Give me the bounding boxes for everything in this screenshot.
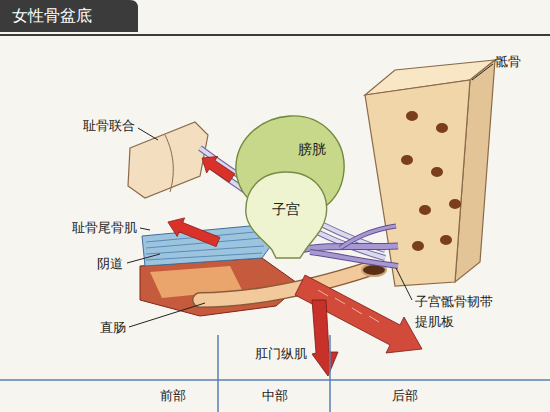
part-label: 中部 — [262, 388, 288, 404]
title-anchor: 女性骨盆底 — [12, 6, 92, 26]
label-anchor: 骶骨 — [495, 54, 521, 70]
part-label: 提肌板 — [415, 314, 454, 330]
organ-label: 膀胱 — [298, 140, 326, 158]
rectum — [200, 268, 372, 300]
label-anchor: 子宫骶骨韧带 — [415, 294, 493, 310]
title-rule — [0, 34, 550, 36]
part-label: 后部 — [392, 388, 418, 404]
pubic-joint — [165, 135, 173, 192]
force-arrow — [168, 218, 220, 247]
part-label: 耻骨尾骨肌 — [72, 220, 137, 236]
title-band — [0, 0, 138, 32]
label-anchor: 中部 — [262, 388, 288, 404]
pubic-bone — [128, 122, 208, 198]
label-anchor: 直肠 — [100, 320, 126, 336]
part-label: 直肠 — [100, 320, 126, 336]
label-anchor: 耻骨联合 — [83, 118, 135, 134]
part-label: 骶骨 — [495, 54, 521, 70]
anal-longitudinal-arrow — [312, 300, 338, 376]
rectum-outline — [200, 268, 372, 300]
part-label: 阴道 — [97, 256, 123, 272]
leader-lines — [127, 64, 493, 327]
label-anchor: 提肌板 — [415, 314, 454, 330]
part-label: 耻骨联合 — [83, 118, 135, 134]
title: 女性骨盆底 — [12, 6, 92, 26]
part-label: 前部 — [160, 388, 186, 404]
label-anchor: 后部 — [392, 388, 418, 404]
label-anchor: 阴道 — [97, 256, 123, 272]
organ-shape — [246, 172, 327, 258]
label-anchor: 肛门纵肌 — [255, 346, 307, 362]
part-label: 肛门纵肌 — [255, 346, 307, 362]
force-arrow — [202, 156, 235, 182]
organ-label: 子宫 — [272, 200, 300, 218]
uterus: 子宫 — [240, 168, 332, 260]
sacrum-foramina — [401, 111, 461, 251]
label-anchor: 耻骨尾骨肌 — [72, 220, 137, 236]
region-dividers — [0, 335, 550, 412]
label-anchor: 前部 — [160, 388, 186, 404]
part-label: 子宫骶骨韧带 — [415, 294, 493, 310]
